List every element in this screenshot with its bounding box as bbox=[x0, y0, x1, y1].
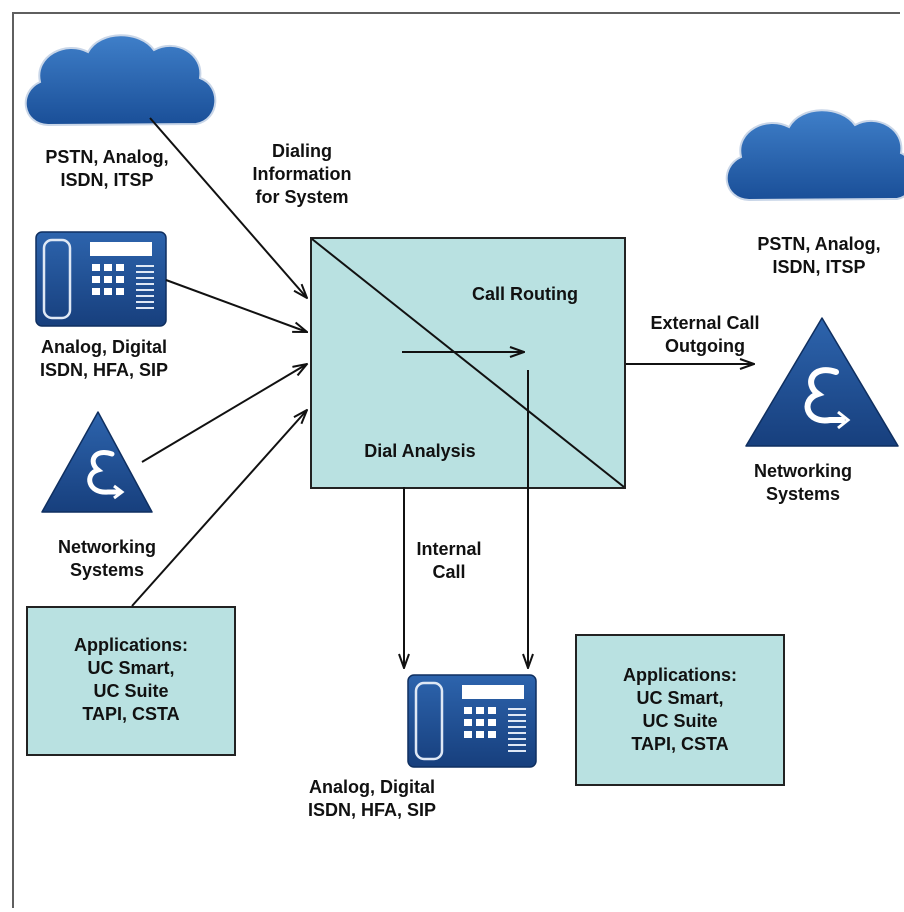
applications-box-right bbox=[575, 634, 785, 786]
pstn-label-left: PSTN, Analog, ISDN, ITSP bbox=[45, 147, 169, 190]
dial-analysis-label: Dial Analysis bbox=[364, 441, 476, 461]
dialing-information-label: Dialing Information for System bbox=[252, 141, 352, 207]
applications-label-right: Applications: UC Smart, UC Suite TAPI, C… bbox=[622, 665, 737, 754]
desk-phone-icon bbox=[35, 231, 167, 327]
arrow-from-phone bbox=[165, 279, 307, 332]
networking-triangle-icon bbox=[745, 317, 899, 447]
routing-diagonal bbox=[311, 238, 625, 488]
arrow-from-pstn bbox=[149, 117, 307, 298]
cloud-icon bbox=[24, 34, 217, 127]
networking-label-left: Networking Systems bbox=[57, 537, 156, 580]
call-routing-label: Call Routing bbox=[472, 284, 578, 304]
applications-label-left: Applications: UC Smart, UC Suite TAPI, C… bbox=[73, 635, 188, 724]
arrow-from-networking bbox=[141, 364, 307, 463]
applications-box-left bbox=[26, 606, 236, 756]
arrow-from-applications bbox=[131, 410, 307, 607]
pstn-label-right: PSTN, Analog, ISDN, ITSP bbox=[757, 234, 881, 277]
networking-label-right: Networking Systems bbox=[753, 461, 852, 504]
phone-label-left: Analog, Digital ISDN, HFA, SIP bbox=[39, 337, 169, 380]
desk-phone-icon bbox=[407, 674, 537, 768]
diagram-frame bbox=[12, 12, 900, 908]
phone-label-bottom: Analog, Digital ISDN, HFA, SIP bbox=[307, 777, 437, 820]
networking-triangle-icon bbox=[41, 411, 153, 513]
cloud-icon bbox=[725, 109, 904, 202]
external-call-label: External Call Outgoing bbox=[650, 313, 760, 356]
internal-call-label: Internal Call bbox=[416, 539, 482, 582]
